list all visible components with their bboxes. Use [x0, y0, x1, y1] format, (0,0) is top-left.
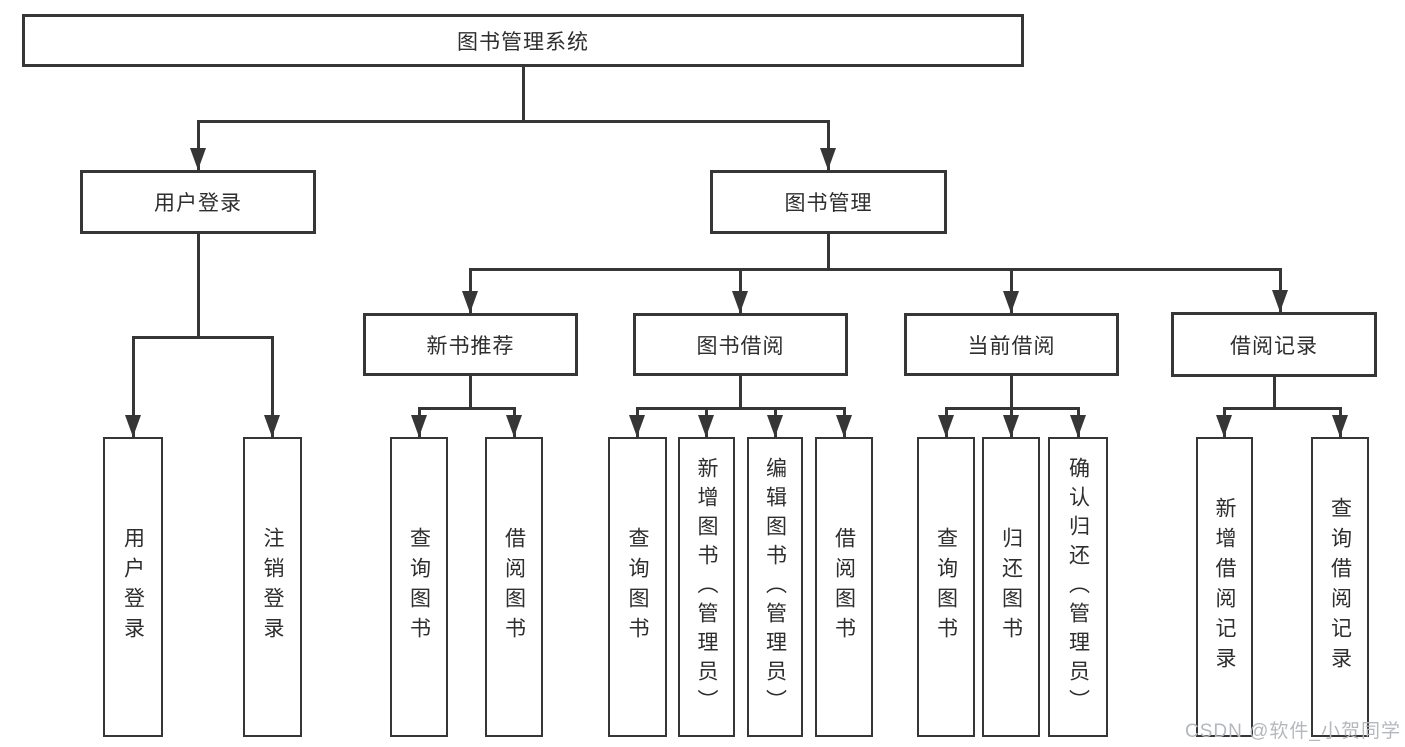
connector-line — [131, 336, 274, 339]
connector-line — [196, 120, 200, 170]
node-label: 图书借阅 — [696, 334, 785, 358]
arrow-down-icon — [698, 415, 714, 437]
arrow-down-icon — [1070, 415, 1086, 437]
node-book-borrowing: 图书借阅 — [633, 313, 848, 376]
leaf-query-books-current: 查询图书 — [917, 437, 975, 737]
node-library-system: 图书管理系统 — [22, 14, 1024, 67]
leaf-label: 新增借阅记录 — [1213, 497, 1236, 677]
connector-line — [196, 234, 200, 336]
arrow-down-icon — [820, 148, 836, 170]
connector-line — [826, 234, 830, 268]
connector-line — [468, 268, 1282, 271]
connector-line — [131, 336, 135, 437]
leaf-label: 借阅图书 — [502, 527, 526, 647]
arrow-down-icon — [732, 291, 748, 313]
leaf-edit-book-admin: 编辑图书（管理员） — [747, 437, 803, 737]
arrow-down-icon — [125, 415, 141, 437]
leaf-label: 查询借阅记录 — [1328, 497, 1352, 677]
connector-line — [635, 407, 846, 410]
node-borrowing-records: 借阅记录 — [1171, 312, 1377, 377]
connector-line — [196, 120, 830, 123]
leaf-logout: 注销登录 — [243, 437, 302, 737]
node-current-borrowing: 当前借阅 — [904, 313, 1119, 376]
connector-line — [417, 407, 516, 410]
connector-line — [1009, 268, 1013, 313]
leaf-add-book-admin: 新增图书（管理员） — [678, 437, 735, 737]
arrow-down-icon — [1332, 415, 1348, 437]
arrow-down-icon — [1003, 415, 1019, 437]
arrow-down-icon — [836, 415, 852, 437]
leaf-borrow-books-recommend: 借阅图书 — [485, 437, 543, 737]
leaf-label: 确认归还（管理员） — [1066, 456, 1090, 718]
connector-line — [521, 67, 525, 120]
node-book-management: 图书管理 — [710, 170, 947, 234]
connector-line — [1009, 376, 1013, 407]
node-label: 新书推荐 — [426, 334, 515, 358]
leaf-query-books-recommend: 查询图书 — [390, 437, 448, 737]
leaf-borrow-books-borrowing: 借阅图书 — [815, 437, 873, 737]
connector-line — [738, 376, 742, 407]
arrow-down-icon — [462, 291, 478, 313]
arrow-down-icon — [629, 415, 645, 437]
leaf-label: 归还图书 — [999, 527, 1023, 647]
arrow-down-icon — [411, 415, 427, 437]
leaf-label: 注销登录 — [261, 527, 284, 647]
leaf-query-books-borrowing: 查询图书 — [608, 437, 667, 737]
leaf-user-login: 用户登录 — [103, 437, 163, 737]
leaf-label: 用户登录 — [121, 527, 145, 647]
connector-line — [1222, 407, 1342, 410]
watermark-text: CSDN @软件_小贺同学 — [1185, 721, 1401, 742]
node-label: 图书管理 — [784, 192, 873, 215]
connector-line — [826, 120, 830, 170]
arrow-down-icon — [767, 415, 783, 437]
leaf-label: 编辑图书（管理员） — [763, 456, 787, 718]
connector-line — [468, 376, 472, 407]
arrow-down-icon — [1216, 415, 1232, 437]
connector-line — [468, 268, 472, 313]
leaf-label: 新增图书（管理员） — [695, 456, 718, 718]
node-user-login: 用户登录 — [80, 170, 316, 234]
leaf-return-books: 归还图书 — [982, 437, 1040, 737]
arrow-down-icon — [264, 415, 280, 437]
connector-line — [738, 268, 742, 313]
arrow-down-icon — [190, 148, 206, 170]
node-label: 用户登录 — [154, 192, 242, 215]
leaf-label: 查询图书 — [934, 527, 958, 647]
leaf-label: 查询图书 — [626, 527, 649, 647]
node-label: 当前借阅 — [967, 334, 1056, 358]
arrow-down-icon — [1272, 290, 1288, 312]
leaf-query-borrow-record: 查询借阅记录 — [1311, 437, 1369, 737]
connector-line — [1272, 377, 1276, 407]
arrow-down-icon — [1003, 291, 1019, 313]
node-new-book-recommend: 新书推荐 — [363, 313, 578, 376]
leaf-confirm-return-admin: 确认归还（管理员） — [1048, 437, 1108, 737]
leaf-label: 查询图书 — [407, 527, 431, 647]
arrow-down-icon — [506, 415, 522, 437]
node-label: 图书管理系统 — [457, 30, 589, 54]
leaf-add-borrow-record: 新增借阅记录 — [1196, 437, 1253, 737]
leaf-label: 借阅图书 — [832, 527, 856, 647]
node-label: 借阅记录 — [1230, 334, 1318, 358]
connector-line — [271, 336, 274, 437]
arrow-down-icon — [938, 415, 954, 437]
